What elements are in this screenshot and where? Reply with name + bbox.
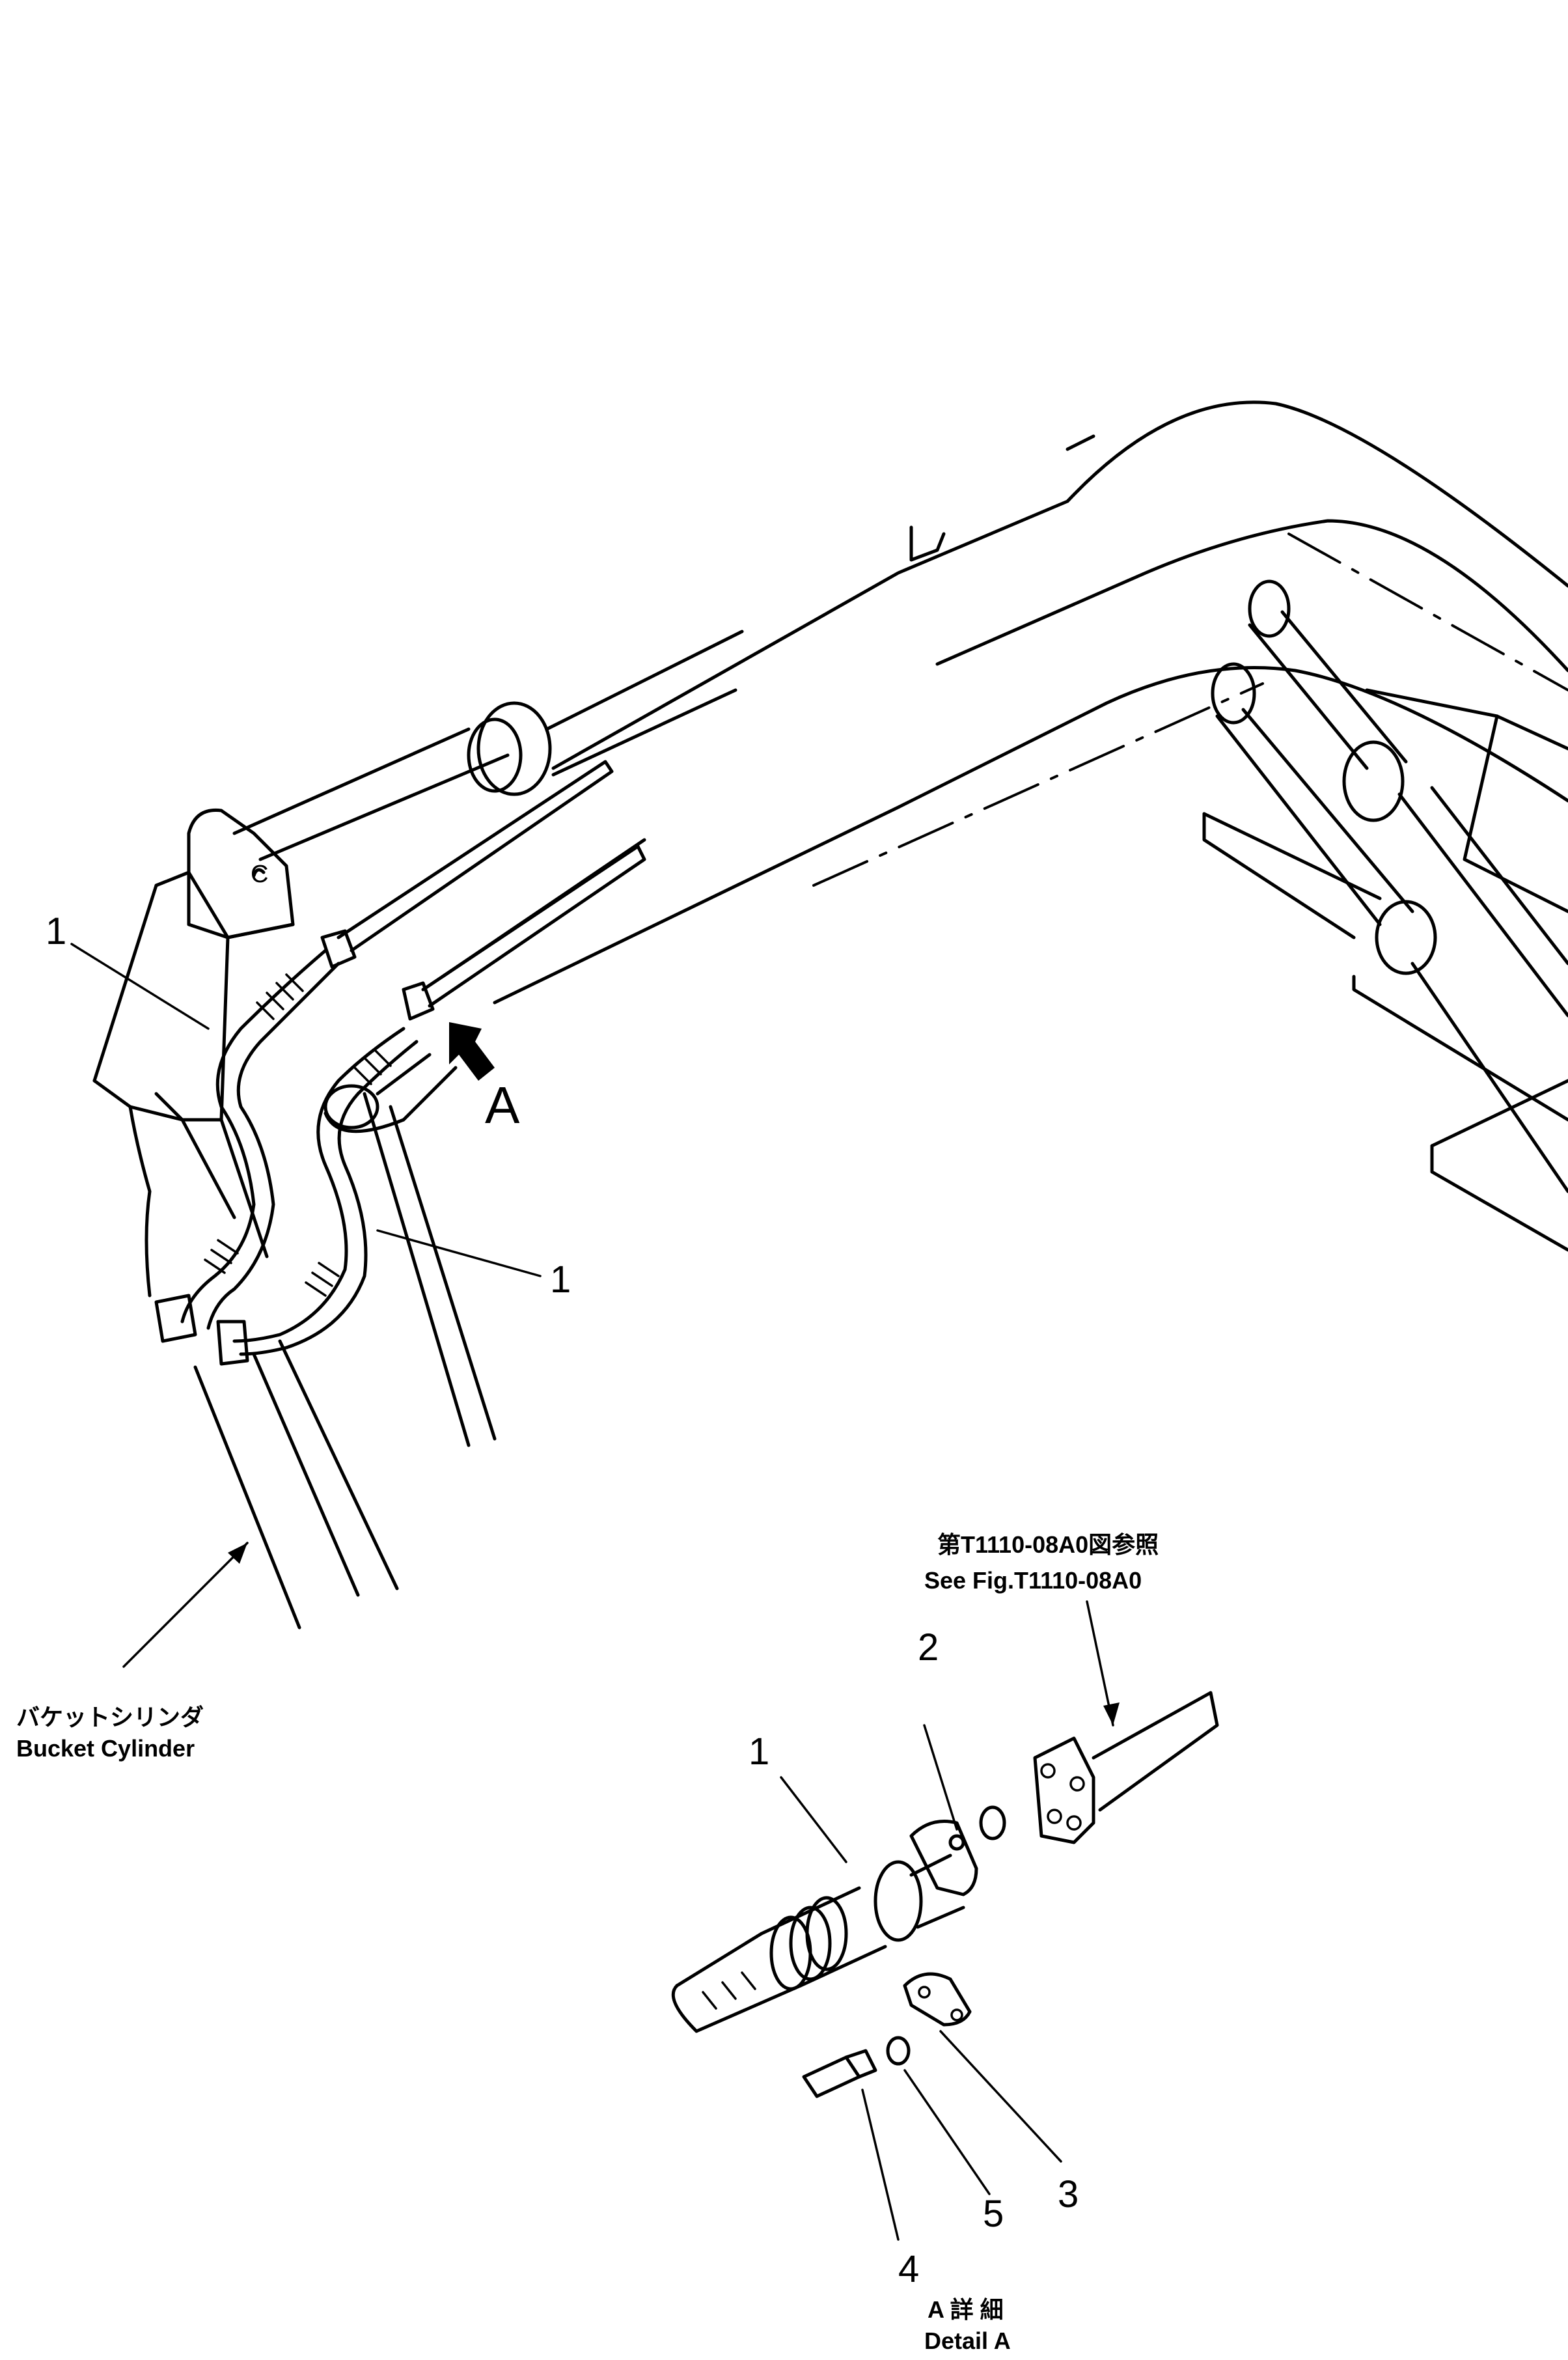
hose-assemblies: [154, 760, 646, 1366]
svg-text:C: C: [251, 861, 268, 888]
detail-callout-5: 5: [983, 2193, 1004, 2235]
labels: 1 1 A 1 2 3 4 5 バケットシリンダ Bucket Cylinder…: [16, 910, 1159, 2354]
bucket-cylinder-label-jp: バケットシリンダ: [16, 1704, 204, 1730]
bucket-cylinder-label-en: Bucket Cylinder: [16, 1735, 195, 1762]
main-leaders: [70, 943, 542, 1668]
arm-cylinder: [232, 630, 744, 861]
detail-callout-1: 1: [749, 1730, 769, 1773]
reference-note-en: See Fig.T1110-08A0: [924, 1567, 1142, 1594]
callout-1-lower: 1: [550, 1258, 571, 1301]
view-marker-a: A: [485, 1076, 520, 1134]
arm: C: [92, 808, 497, 1630]
detail-title-en: Detail A: [924, 2327, 1011, 2354]
detail-callout-3: 3: [1058, 2173, 1079, 2215]
detail-a: [671, 1600, 1219, 2241]
boom-cylinders: [1202, 579, 1568, 1252]
detail-title-jp: A 詳 細: [928, 2296, 1004, 2323]
view-arrow: [449, 1022, 495, 1081]
boom: [493, 400, 1568, 1005]
detail-callout-4: 4: [898, 2248, 919, 2290]
detail-callout-2: 2: [918, 1626, 939, 1669]
reference-note-jp: 第T1110-08A0図参照: [937, 1531, 1159, 1558]
callout-1-upper: 1: [46, 910, 66, 952]
